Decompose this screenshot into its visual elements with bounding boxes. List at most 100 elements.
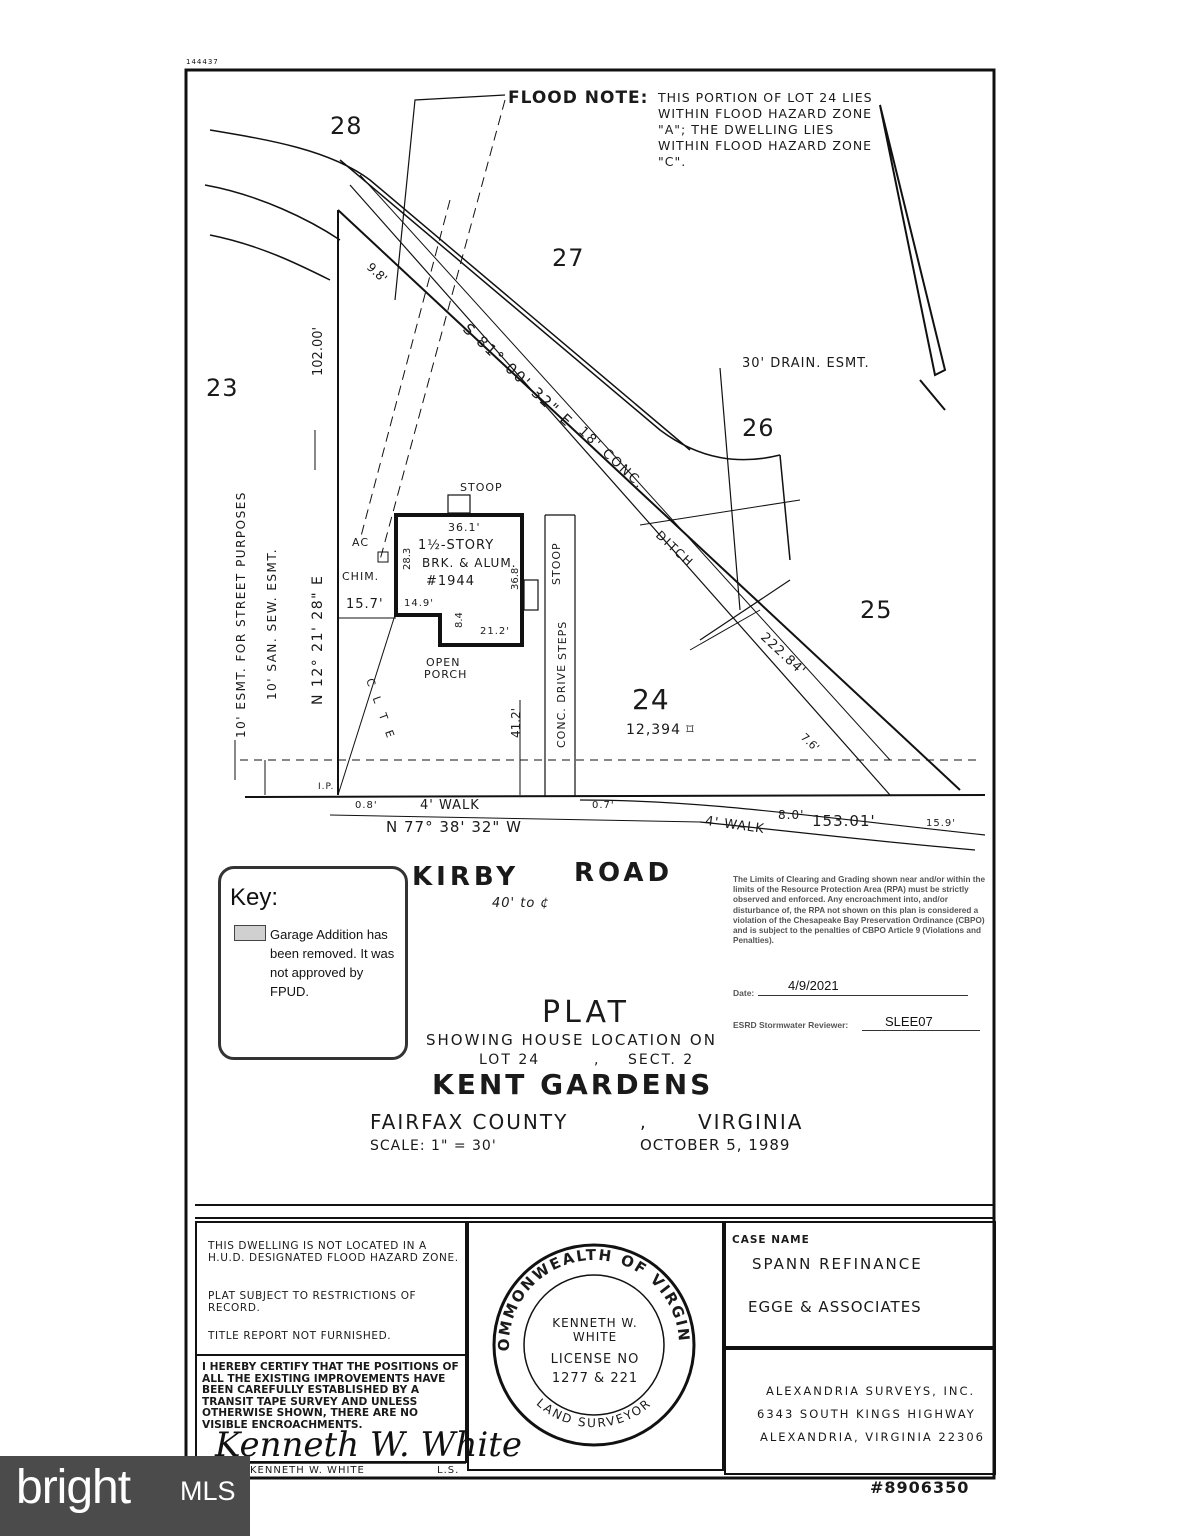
brightmls-logo xyxy=(0,1456,250,1536)
ls-label: L.S. xyxy=(437,1465,460,1476)
lot-26: 26 xyxy=(742,414,775,442)
seal-license-label: LICENSE NO xyxy=(550,1352,640,1367)
dim-212: 21.2' xyxy=(480,626,511,637)
signature-name: KENNETH W. WHITE xyxy=(250,1465,365,1476)
scale: SCALE: 1" = 30' xyxy=(370,1138,497,1154)
case-name-label: CASE NAME xyxy=(732,1234,810,1246)
lot-24-number: 24 xyxy=(632,683,670,716)
porch-1: OPEN xyxy=(426,656,461,669)
ac-label: AC xyxy=(352,536,370,549)
surveyor-name: ALEXANDRIA SURVEYS, INC. xyxy=(766,1384,976,1398)
chim-label: CHIM. xyxy=(342,570,380,583)
key-text: Garage Addition has been removed. It was… xyxy=(270,927,395,999)
outer-frame xyxy=(184,68,996,1480)
bearing-ne: S 81° 00' 32" E xyxy=(459,320,576,431)
road-name: KIRBY xyxy=(412,862,520,892)
drawing-id: 144437 xyxy=(186,58,219,66)
surveyor-cell xyxy=(724,1348,996,1475)
road-width: 40' to ¢ xyxy=(492,896,550,911)
walk-1: 4' WALK xyxy=(420,798,480,813)
state: VIRGINIA xyxy=(698,1110,804,1134)
surveyor-address: 6343 SOUTH KINGS HIGHWAY xyxy=(757,1407,976,1421)
house-number: #1944 xyxy=(426,574,475,589)
cl-label: C L T E xyxy=(363,677,398,743)
house-outline xyxy=(394,513,524,647)
dim-412: 41.2' xyxy=(509,708,523,738)
steps-label: STEPS xyxy=(556,621,569,660)
lot-24-area: 12,394 ⌑ xyxy=(626,722,695,738)
logo-suffix: MLS xyxy=(180,1476,236,1506)
flood-note-text: THIS PORTION OF LOT 24 LIES WITHIN FLOOD… xyxy=(658,90,873,169)
note-title: TITLE REPORT NOT FURNISHED. xyxy=(208,1330,392,1342)
ditch-label: DITCH xyxy=(653,528,697,570)
dim-159: 15.9' xyxy=(926,818,957,829)
dim-368: 36.8 xyxy=(510,568,521,590)
subdivision: KENT GARDENS xyxy=(432,1068,714,1101)
notes-cell xyxy=(195,1221,467,1463)
drain-esmt: 30' DRAIN. ESMT. xyxy=(742,356,870,371)
comma-1: , xyxy=(594,1052,600,1068)
lot-23: 23 xyxy=(206,374,239,402)
date-underline xyxy=(758,995,968,996)
stoop-top xyxy=(447,494,471,514)
dim-157: 15.7' xyxy=(346,597,384,612)
reviewer-label: ESRD Stormwater Reviewer: xyxy=(733,1020,849,1030)
dim-361: 36.1' xyxy=(448,521,481,534)
key-title: Key: xyxy=(230,884,279,911)
porch-2: PORCH xyxy=(424,668,468,681)
seal-outer xyxy=(492,1243,696,1447)
certification: I HEREBY CERTIFY THAT THE POSITIONS OF A… xyxy=(202,1361,459,1431)
key-box xyxy=(218,866,408,1060)
plat-title: PLAT xyxy=(542,995,631,1030)
road-curve-1 xyxy=(209,129,691,451)
ip-label: I.P. xyxy=(318,782,335,792)
seal-name: KENNETH W. WHITE xyxy=(552,1316,638,1344)
review-date-value: 4/9/2021 xyxy=(788,978,839,993)
lot-28: 28 xyxy=(330,112,363,140)
house-desc-2: BRK. & ALUM. xyxy=(422,556,517,570)
dim-153: 153.01' xyxy=(812,812,876,830)
lot-label: LOT 24 xyxy=(479,1052,541,1068)
logo-brand: bright xyxy=(16,1461,131,1514)
case-name-2: EGGE & ASSOCIATES xyxy=(748,1298,922,1316)
house-desc-1: 1½-STORY xyxy=(418,538,495,553)
seal-ring-top: COMMONWEALTH OF VIRGINIA xyxy=(0,0,691,1351)
key-swatch xyxy=(234,925,266,941)
reviewer-value: SLEE07 xyxy=(885,1014,933,1029)
dim-76: 7.6' xyxy=(798,731,822,755)
note-flood: THIS DWELLING IS NOT LOCATED IN A H.U.D.… xyxy=(208,1240,459,1264)
bearing-s: N 77° 38' 32" W xyxy=(386,818,522,836)
stoop-right: STOOP xyxy=(550,542,563,585)
surveyor-city: ALEXANDRIA, VIRGINIA 22306 xyxy=(760,1430,985,1444)
lot-25: 25 xyxy=(860,596,893,624)
bearing-w: N 12° 21' 28" E xyxy=(310,575,326,705)
county: FAIRFAX COUNTY xyxy=(370,1110,569,1134)
conc-drive: CONC. DRIVE xyxy=(555,664,568,748)
seal-inner xyxy=(523,1274,665,1416)
note-restrictions: PLAT SUBJECT TO RESTRICTIONS OF RECORD. xyxy=(208,1290,417,1314)
dim-98: 9.8' xyxy=(364,260,390,286)
lot-line-south xyxy=(244,794,986,798)
reference-number: #8906350 xyxy=(870,1478,970,1497)
rpa-note: The Limits of Clearing and Grading shown… xyxy=(733,875,986,946)
dim-08: 0.8' xyxy=(355,800,378,811)
flood-note-label: FLOOD NOTE: xyxy=(508,88,649,108)
dim-84: 8.4 xyxy=(454,612,465,628)
dim-283: 28.3 xyxy=(402,548,413,570)
dim-80: 8.0' xyxy=(778,808,805,822)
seal-cell xyxy=(467,1221,724,1471)
lot-line-ne xyxy=(337,209,961,791)
dim-149: 14.9' xyxy=(404,598,435,609)
seal-license-number: 1277 & 221 xyxy=(551,1371,639,1386)
conc-label: 18' CONC. xyxy=(575,424,647,493)
esmt-street: 10' ESMT. FOR STREET PURPOSES xyxy=(234,491,248,738)
lot-27: 27 xyxy=(552,244,585,272)
plat-date: OCTOBER 5, 1989 xyxy=(640,1136,791,1154)
san-sew: 10' SAN. SEW. ESMT. xyxy=(265,548,279,700)
comma-2: , xyxy=(640,1112,647,1133)
reviewer-underline xyxy=(862,1030,980,1031)
case-cell xyxy=(724,1221,996,1348)
case-name-1: SPANN REFINANCE xyxy=(752,1255,923,1273)
dim-07: 0.7' xyxy=(592,800,615,811)
